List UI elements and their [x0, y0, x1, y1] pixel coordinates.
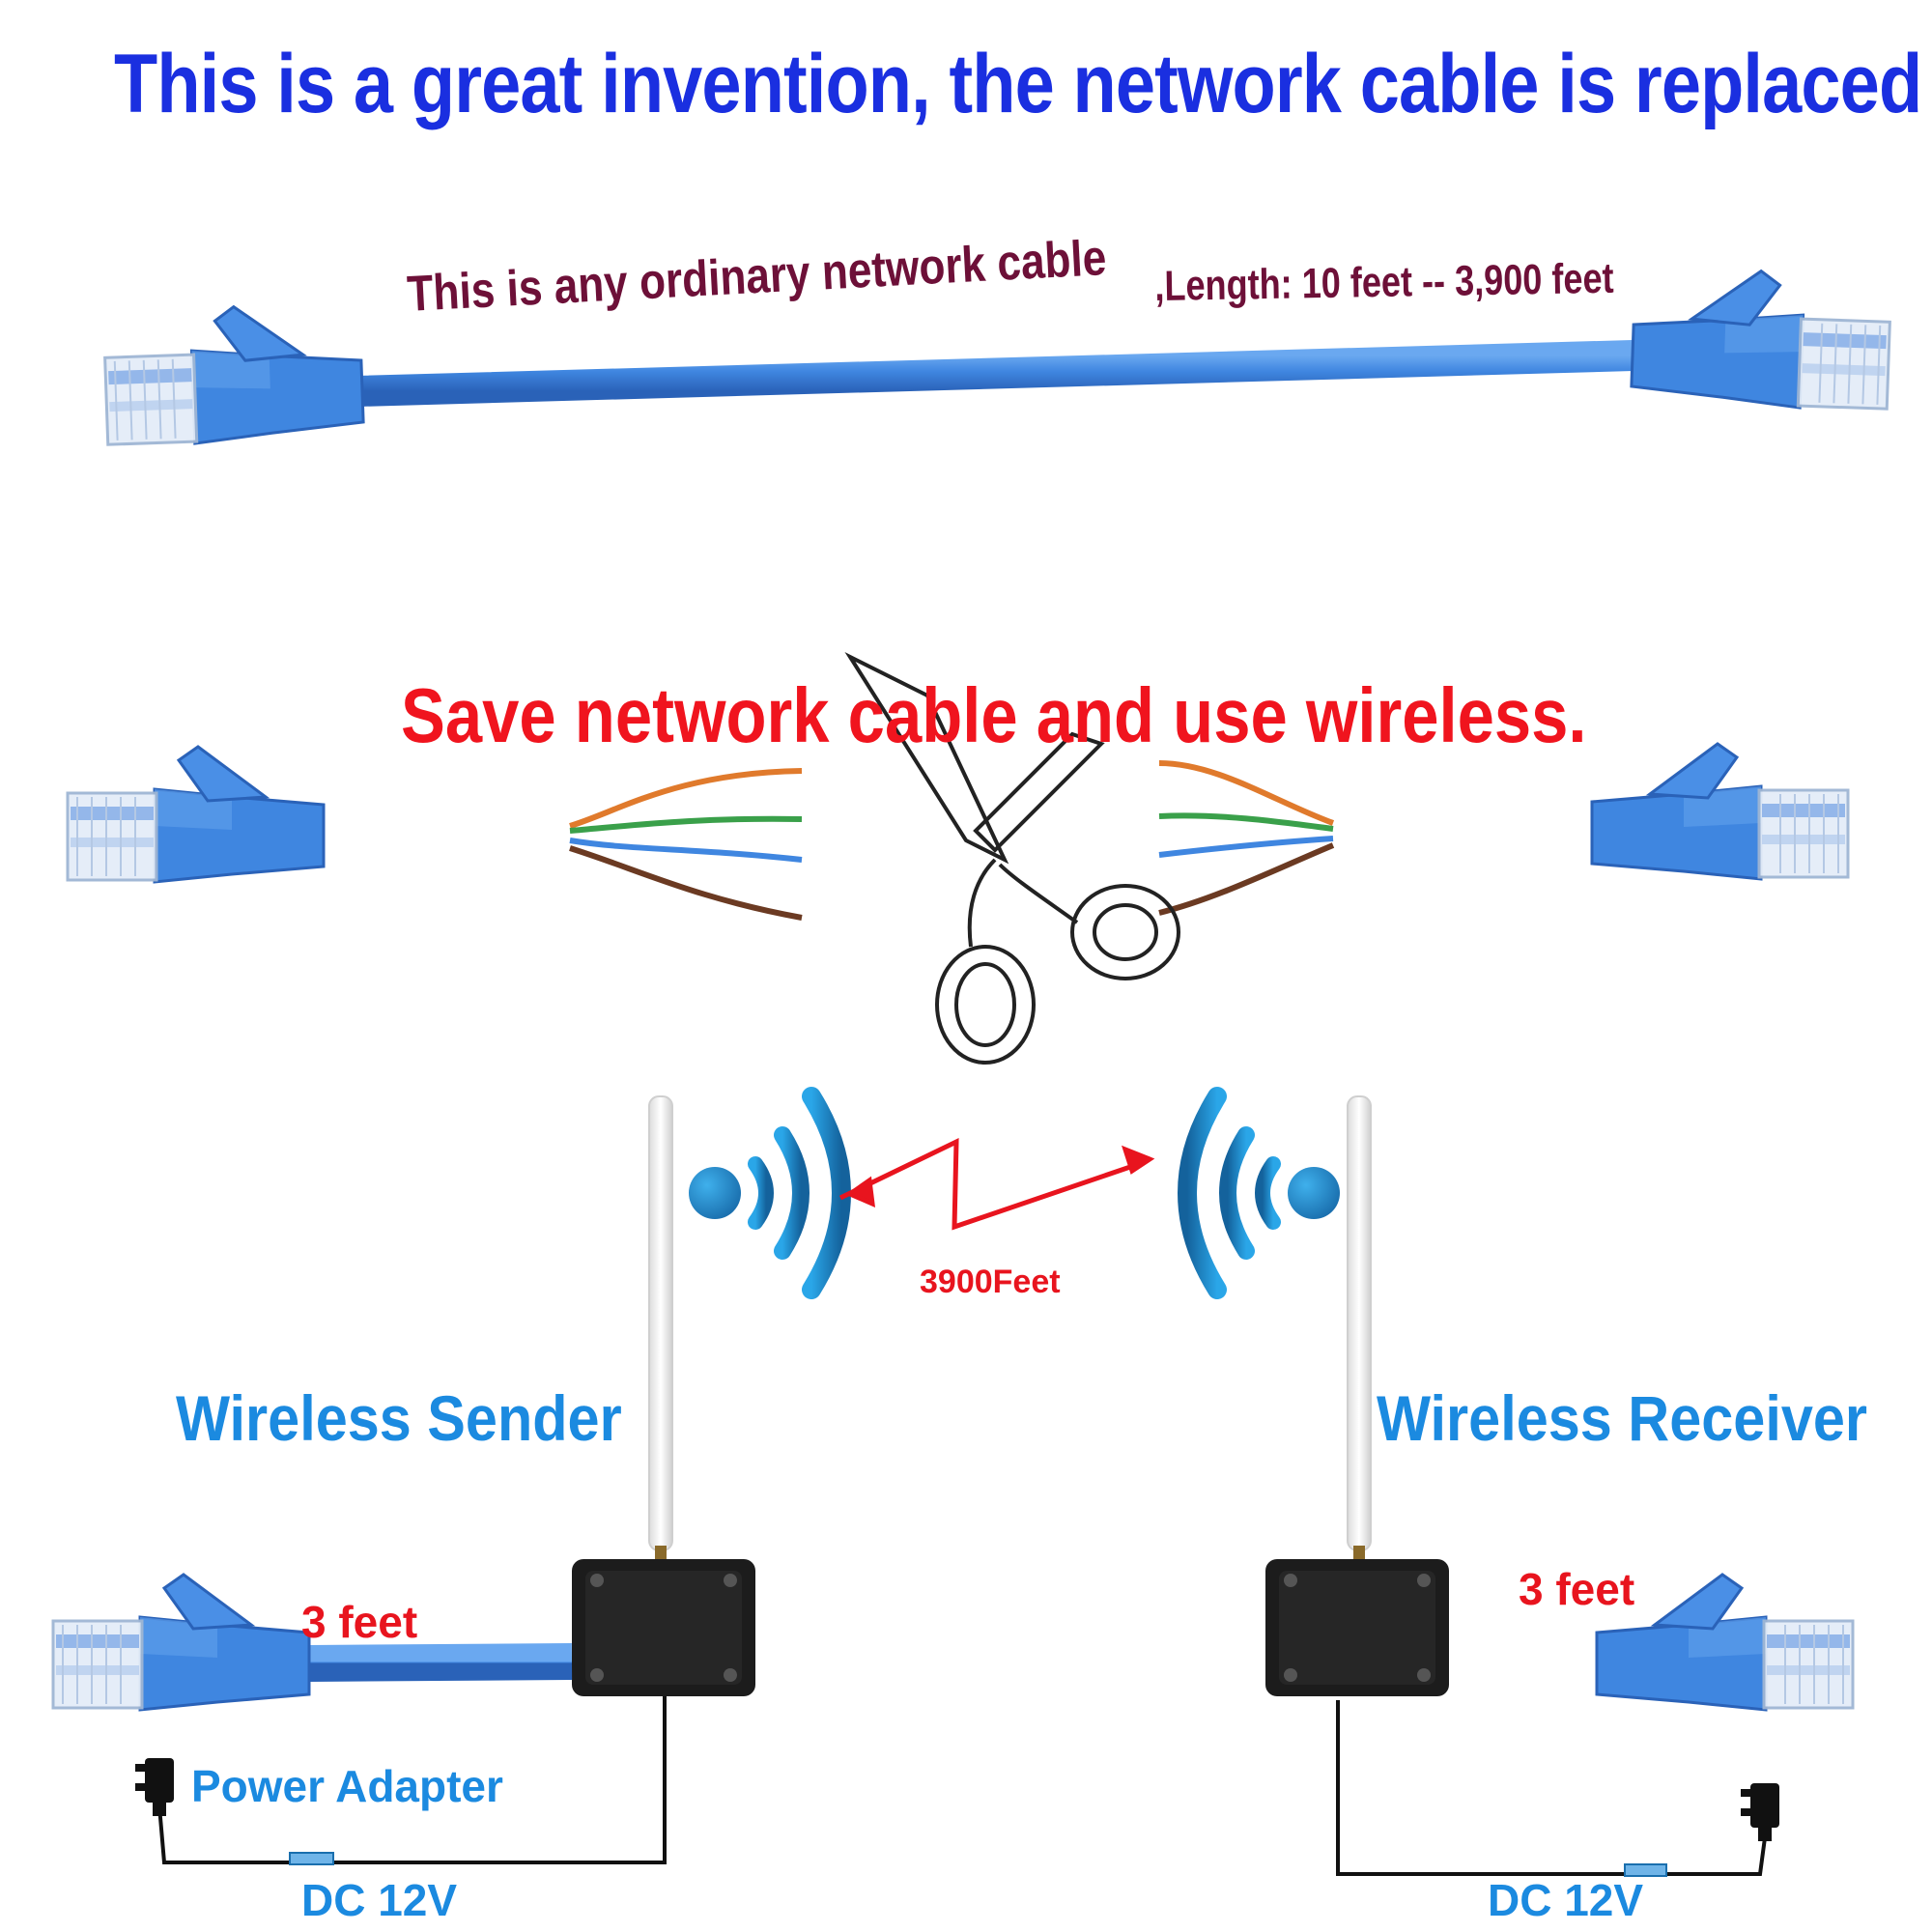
rj45-connector-icon	[1595, 1573, 1855, 1712]
sender-cable	[51, 1573, 573, 1712]
rj45-connector-icon	[1590, 742, 1850, 881]
sender-label: Wireless Sender	[176, 1382, 622, 1454]
antenna-icon	[648, 1095, 673, 1551]
cut-caption: Save network cable and use wireless.	[401, 672, 1587, 758]
wireless-signal-icon	[689, 1096, 841, 1290]
cable-length: ,Length: 10 feet -- 3,900 feet	[1154, 254, 1614, 310]
receiver-power-wire	[1336, 1700, 1770, 1877]
antenna-icon	[1347, 1095, 1372, 1551]
scissors-icon	[844, 652, 1180, 1065]
cut-cable-left	[66, 745, 803, 921]
rj45-connector-icon	[51, 1573, 311, 1712]
rj45-connector-icon	[1629, 265, 1893, 412]
receiver-cable	[1449, 1573, 1855, 1712]
receiver-power-spec: DC 12V	[1488, 1875, 1644, 1925]
cut-cable-right	[1158, 742, 1850, 916]
full-network-cable	[101, 265, 1893, 448]
rj45-connector-icon	[66, 745, 326, 884]
power-adapter-icon	[135, 1758, 174, 1816]
receiver-device	[1265, 1095, 1449, 1696]
signal-arrow	[838, 1137, 1155, 1231]
sender-power-wire	[157, 1696, 667, 1865]
sender-power-spec: DC 12V	[301, 1875, 458, 1925]
rj45-connector-icon	[101, 300, 366, 448]
power-adapter-icon	[1741, 1783, 1779, 1841]
sender-device	[572, 1095, 755, 1696]
wireless-signal-icon	[1187, 1096, 1340, 1290]
link-distance: 3900Feet	[920, 1264, 1061, 1300]
page-title: This is a great invention, the network c…	[114, 38, 1922, 130]
receiver-label: Wireless Receiver	[1377, 1382, 1868, 1454]
receiver-cable-length: 3 feet	[1519, 1564, 1635, 1614]
power-adapter-label: Power Adapter	[191, 1761, 503, 1811]
sender-cable-length: 3 feet	[301, 1597, 418, 1647]
